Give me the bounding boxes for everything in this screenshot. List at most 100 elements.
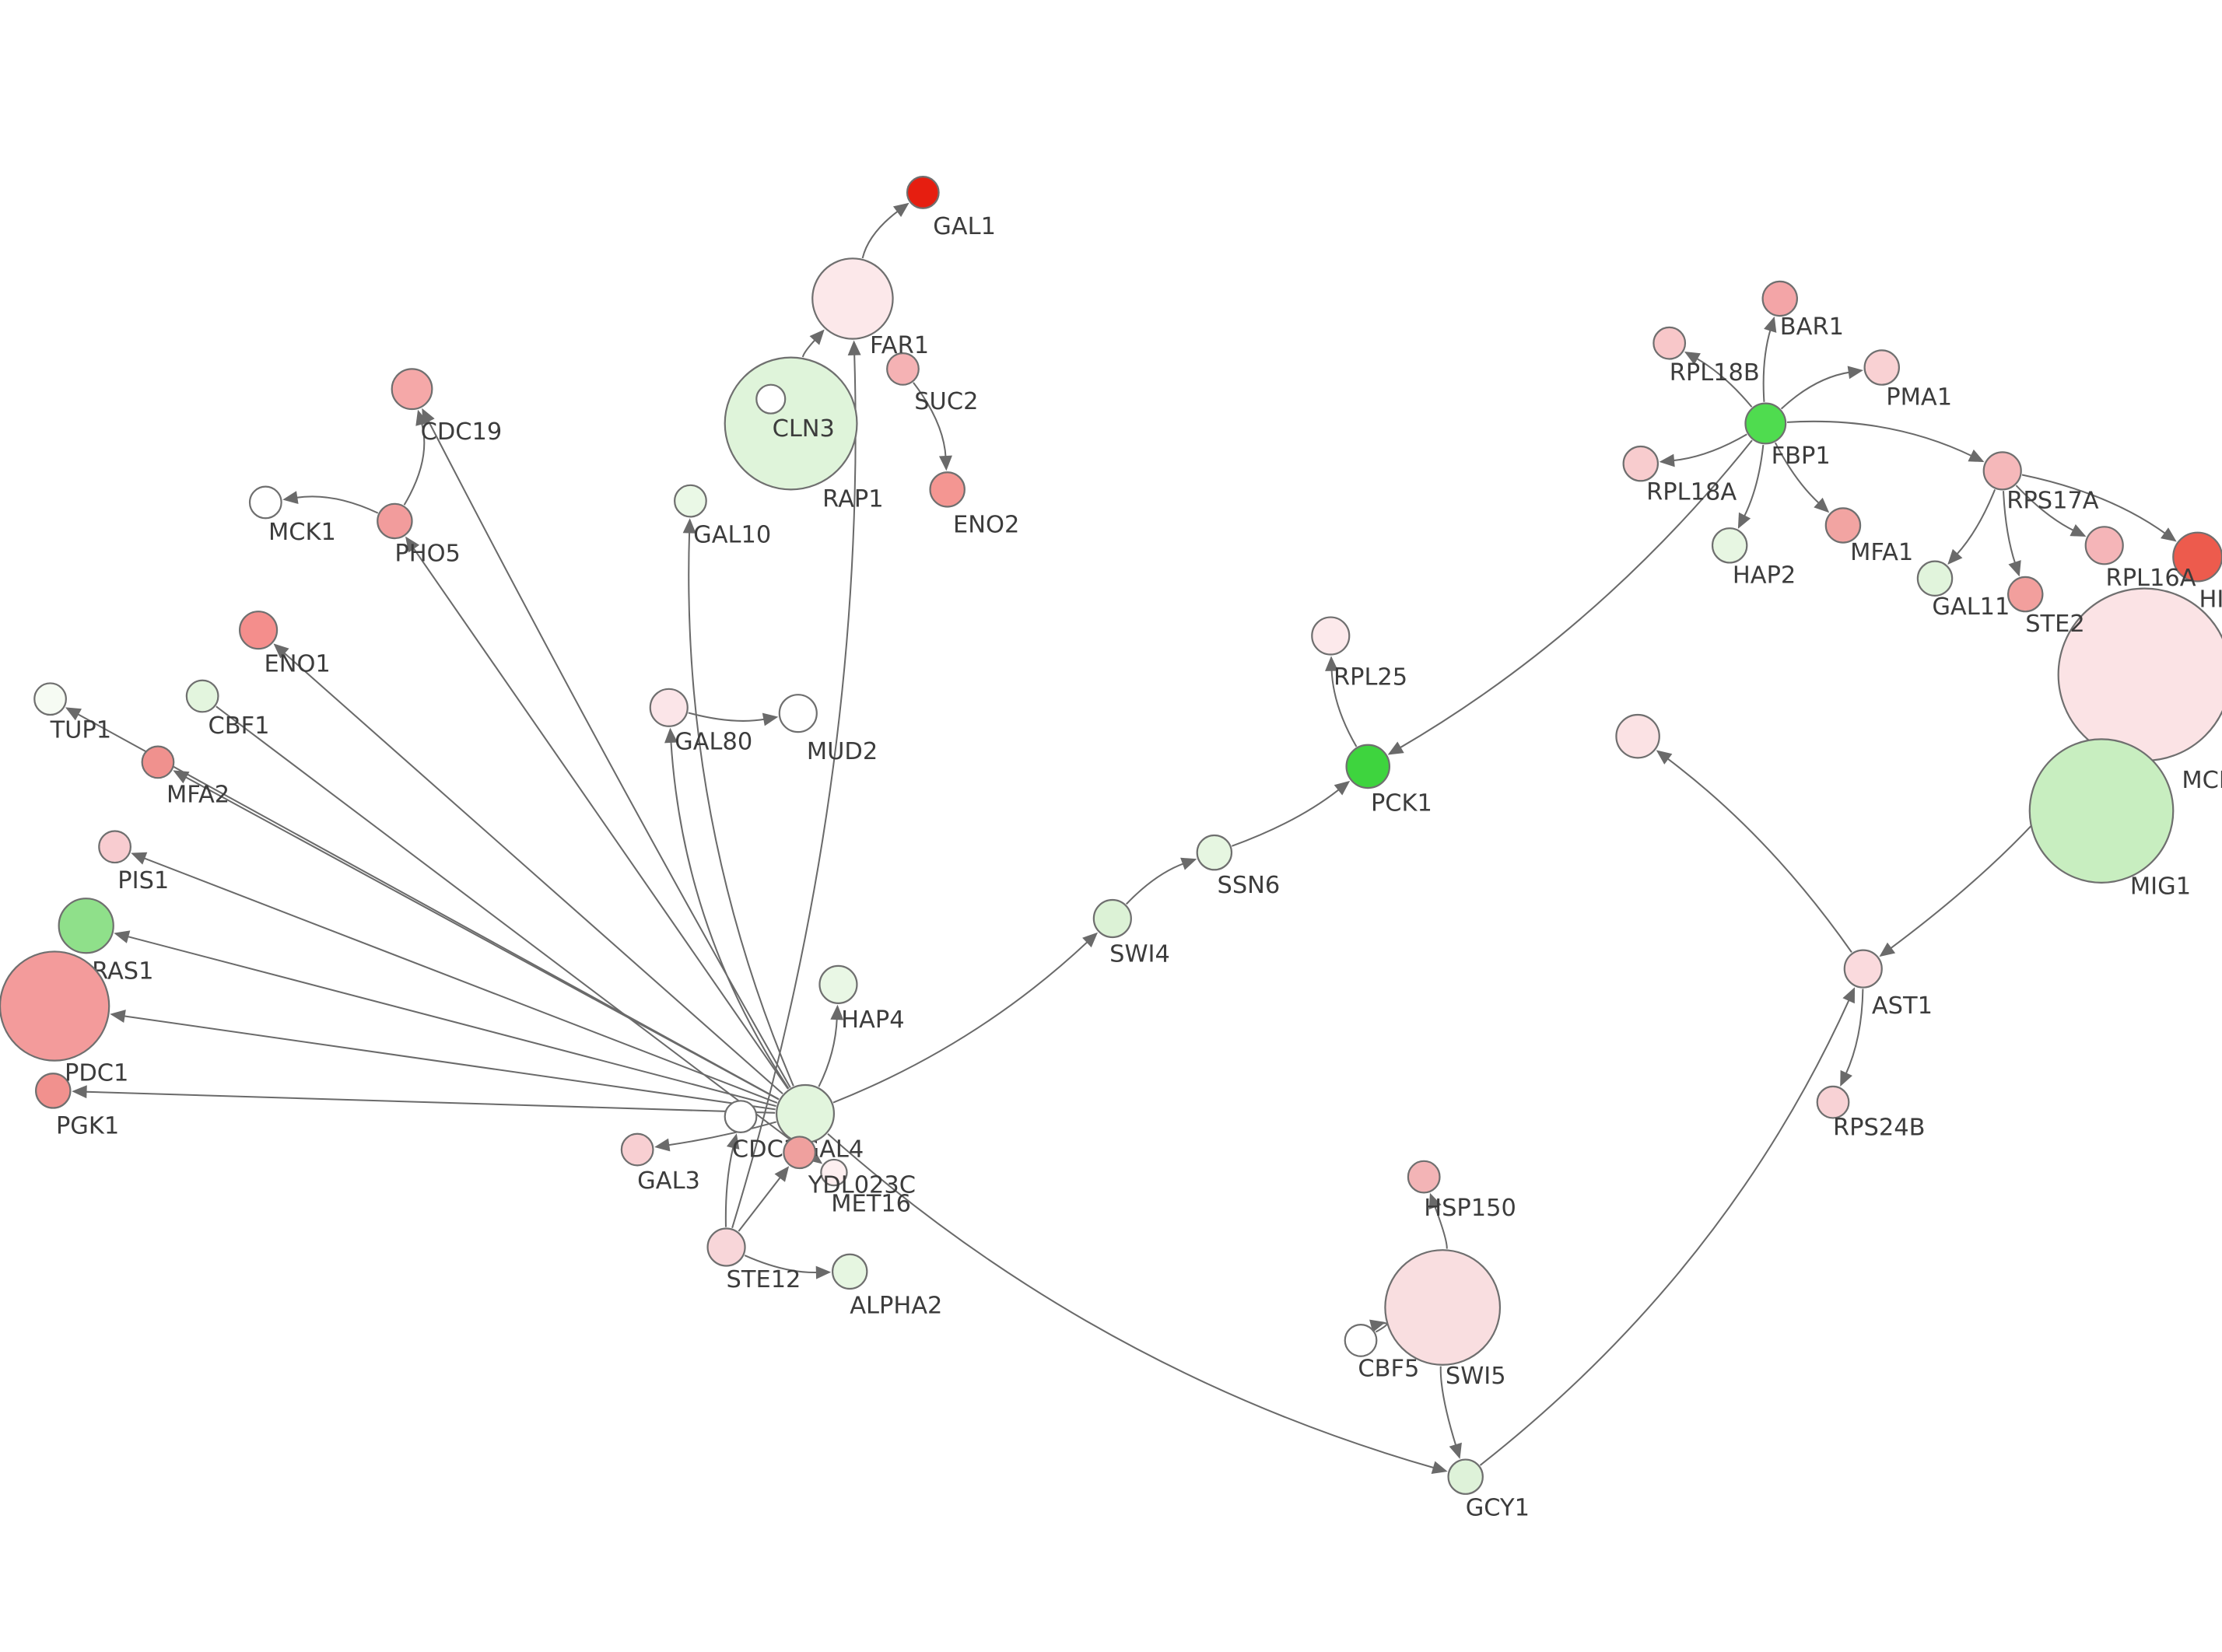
node-rps24b[interactable] [1816,1085,1850,1119]
node-gal1[interactable] [906,176,940,209]
edge-ssn6-pck1[interactable] [1231,788,1341,847]
node-unlabeled[interactable] [1615,713,1660,759]
node-eno1[interactable] [239,611,279,650]
edge-rps17a-ste2[interactable] [2002,491,2017,565]
edge-ast1-unlabeled[interactable] [1666,757,1852,953]
node-cdc19[interactable] [391,368,433,411]
node-rpl25[interactable] [1311,616,1351,656]
edge-gal4-mfa2[interactable] [184,775,780,1101]
edge-pho5-cdc19[interactable] [403,422,426,506]
edge-pck1-rpl25[interactable] [1330,668,1358,747]
edge-gal4-gal10[interactable] [688,530,794,1087]
node-ste12[interactable] [706,1227,746,1267]
node-mig1[interactable] [2028,738,2175,884]
edge-rps17a-gal11[interactable] [1955,488,1996,556]
node-pck1[interactable] [1345,744,1391,789]
node-cbf1[interactable] [185,679,219,713]
node-label-gcy1: GCY1 [1466,1495,1530,1522]
node-gal3[interactable] [620,1132,654,1167]
edge-gal4-pgk1[interactable] [84,1090,776,1114]
node-far1[interactable] [811,257,894,340]
edge-ste12-cdc33[interactable] [724,1145,734,1227]
node-his4[interactable] [2172,531,2222,583]
edge-gal4-hap4[interactable] [818,1017,838,1087]
node-cdc33[interactable] [724,1100,758,1134]
node-pho5[interactable] [377,502,413,540]
edge-gal4-gal80[interactable] [670,740,790,1090]
edge-rps17a-his4[interactable] [2021,474,2167,535]
node-pdc1[interactable] [0,950,110,1062]
node-gal10[interactable] [674,484,707,518]
node-ras1[interactable] [58,898,114,954]
node-mck1[interactable] [248,485,282,520]
edge-gal4-pis1[interactable] [142,856,778,1104]
node-ydl023c[interactable] [783,1136,817,1170]
edge-fbp1-rpl18a[interactable] [1672,433,1747,462]
edge-rps17a-rpl16a[interactable] [2015,485,2075,532]
edge-pho5-mck1[interactable] [295,495,379,514]
node-ste2[interactable] [2006,576,2044,613]
edge-ste12-ydl023c[interactable] [738,1175,782,1232]
node-cln3[interactable] [724,356,858,491]
edge-gal80-mud2[interactable] [688,712,766,722]
edge-fbp1-mfa1[interactable] [1774,442,1821,505]
node-gcy1[interactable] [1447,1458,1484,1495]
node-hsp150[interactable] [1407,1160,1441,1194]
edge-gal4-cdc19[interactable] [426,419,791,1088]
node-gal11[interactable] [1916,560,1954,597]
node-swi4[interactable] [1092,898,1132,939]
node-rpl18b[interactable] [1652,326,1687,360]
edge-fbp1-rps17a[interactable] [1786,420,1973,457]
edge-ste12-alpha2[interactable] [744,1255,818,1273]
node-rpl16a[interactable] [2084,526,2124,565]
node-pgk1[interactable] [35,1073,72,1109]
edge-swi5-gcy1[interactable] [1439,1366,1457,1447]
node-fbp1[interactable] [1744,402,1787,445]
node-alpha2[interactable] [831,1253,868,1290]
edge-gal4-gcy1[interactable] [827,1132,1435,1469]
edge-gal4-ras1[interactable] [126,935,776,1108]
edge-swi4-ssn6[interactable] [1126,862,1185,905]
edge-fbp1-pck1[interactable] [1398,439,1753,750]
edge-swi5-hsp150[interactable] [1433,1205,1448,1249]
node-eno2[interactable] [929,471,966,508]
edge-far1-gal1[interactable] [861,209,899,259]
edge-fbp1-hap2[interactable] [1743,444,1765,518]
edge-gal4-eno1[interactable] [282,651,783,1095]
node-rps17a[interactable] [1982,451,2022,491]
edge-gcy1-ast1[interactable] [1479,998,1851,1466]
edge-ast1-rps24b[interactable] [1845,989,1864,1076]
edge-cln3-far1[interactable] [801,338,817,358]
node-pis1[interactable] [98,830,131,864]
node-met16[interactable] [820,1158,848,1187]
edge-fbp1-pma1[interactable] [1780,371,1851,410]
edge-suc2-eno2[interactable] [913,382,947,458]
node-pma1[interactable] [1863,349,1900,386]
node-hap4[interactable] [818,964,858,1004]
node-rpl18a[interactable] [1622,445,1659,482]
edge-fbp1-rpl18b[interactable] [1695,357,1753,408]
node-rap1[interactable] [755,383,787,415]
node-mfa1[interactable] [1824,507,1862,544]
edge-gal4-pdc1[interactable] [122,1015,776,1111]
edge-gal4-pho5[interactable] [412,546,789,1090]
node-mfa2[interactable] [141,745,175,779]
edge-gal4-swi4[interactable] [832,940,1089,1104]
edge-cbf1-met16[interactable] [216,705,813,1157]
node-gal4[interactable] [776,1083,836,1143]
edge-gal4-gal3[interactable] [667,1121,777,1146]
edge-fbp1-bar1[interactable] [1762,328,1772,402]
node-ast1[interactable] [1843,949,1883,989]
node-bar1[interactable] [1761,280,1798,317]
node-hap2[interactable] [1711,527,1748,564]
node-swi5[interactable] [1384,1249,1502,1366]
node-ssn6[interactable] [1196,834,1233,871]
node-tup1[interactable] [33,682,67,716]
node-mud2[interactable] [778,694,818,733]
node-suc2[interactable] [886,352,920,386]
node-gal80[interactable] [649,688,689,727]
node-label-ste2: STE2 [2025,611,2085,638]
edge-ste12-far1[interactable] [731,353,857,1229]
node-cbf5[interactable] [1344,1324,1378,1357]
